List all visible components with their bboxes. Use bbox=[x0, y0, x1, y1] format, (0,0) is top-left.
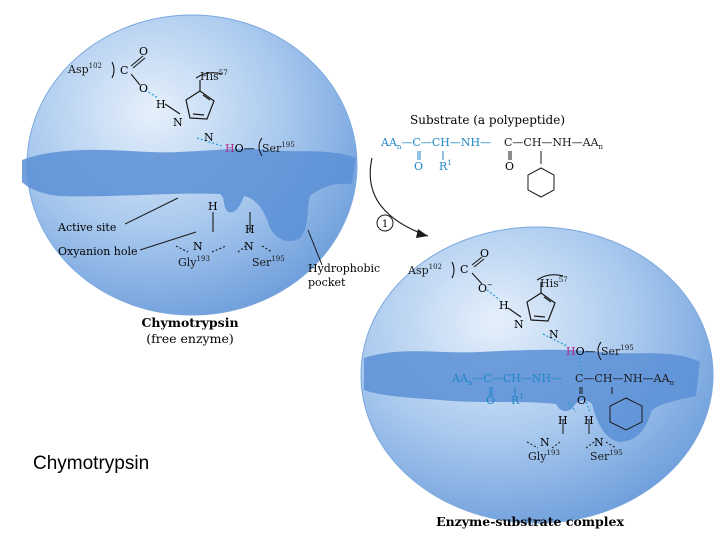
free-oxyanion-n1: N bbox=[193, 240, 203, 253]
complex-asp-label: Asp102 bbox=[407, 263, 442, 277]
complex-carboxyl-o-top: O bbox=[480, 247, 489, 260]
complex-ser2-label: Ser195 bbox=[590, 449, 623, 463]
free-asp-carboxylate bbox=[111, 55, 146, 86]
hydrophobic-pocket-label-1: Hydrophobic bbox=[308, 262, 380, 275]
hydrophobic-pocket-label-2: pocket bbox=[308, 276, 346, 289]
complex-chain-end: C—CH—NH—AAn bbox=[575, 372, 675, 387]
complex-oxyanion-h1: H bbox=[558, 414, 568, 427]
complex-title: Enzyme-substrate complex bbox=[436, 514, 624, 529]
free-oxyanion-bonds bbox=[175, 212, 273, 253]
oxyanion-hole-label: Oxyanion hole bbox=[58, 245, 138, 258]
svg-text:O: O bbox=[577, 394, 586, 407]
free-hbonds bbox=[144, 89, 223, 147]
complex-his-n2: N bbox=[549, 328, 559, 341]
complex-his-n1: N bbox=[514, 318, 524, 331]
complex-oxyanion-n2: N bbox=[594, 436, 604, 449]
complex-r1: R1 bbox=[511, 393, 524, 407]
substrate-chain-start: AAn—C—CH—NH— bbox=[380, 136, 491, 151]
free-carboxyl-o-top: O bbox=[139, 45, 148, 58]
free-carboxyl-c: C bbox=[120, 64, 128, 77]
complex-ser-label: Ser195 bbox=[601, 344, 634, 358]
substrate-chain-end: C—CH—NH—AAn bbox=[504, 136, 604, 151]
substrate: Substrate (a polypeptide) AAn—C—CH—NH— C… bbox=[380, 113, 604, 198]
complex-oxyanion-n1: N bbox=[540, 436, 550, 449]
free-enzyme: Asp102 C O O H N N His57 HO— Ser195 H H … bbox=[22, 14, 380, 346]
substrate-title: Substrate (a polypeptide) bbox=[410, 113, 565, 127]
svg-text:O: O bbox=[414, 160, 423, 173]
svg-text:O: O bbox=[486, 394, 495, 407]
free-his-imidazole bbox=[164, 72, 223, 120]
complex-his-label: His57 bbox=[540, 276, 568, 290]
complex-cleft bbox=[364, 349, 700, 442]
complex-hydroxyl: HO— bbox=[566, 345, 596, 358]
complex-carboxyl-c: C bbox=[460, 263, 468, 276]
active-site-label: Active site bbox=[57, 221, 116, 234]
complex-chain-start: AAn—C—CH—NH— bbox=[451, 372, 562, 387]
slide-caption: Chymotrypsin bbox=[33, 453, 150, 474]
step-arrow: 1 bbox=[369, 157, 429, 238]
free-carboxyl-o-bottom: O bbox=[139, 82, 148, 95]
free-enzyme-cleft bbox=[22, 148, 356, 242]
free-oxyanion-h1: H bbox=[208, 200, 218, 213]
free-his-n2: N bbox=[204, 131, 214, 144]
free-asp-his-h: H bbox=[156, 98, 166, 111]
free-hydroxyl: HO— bbox=[225, 142, 255, 155]
free-pointer-lines bbox=[124, 197, 323, 266]
complex-gly-label: Gly193 bbox=[528, 449, 560, 463]
free-enzyme-subtitle: (free enzyme) bbox=[146, 331, 233, 346]
substrate-phenyl-ring bbox=[527, 167, 555, 198]
enzyme-substrate-complex: AAn—C—CH—NH— C—CH—NH—AAn O R1 O bbox=[360, 226, 714, 529]
complex-phenyl-ring bbox=[609, 397, 643, 431]
free-his-label: His57 bbox=[200, 69, 228, 83]
free-asp-label: Asp102 bbox=[67, 62, 102, 76]
complex-oxyanion-h2: H bbox=[584, 414, 594, 427]
step-number-circle bbox=[376, 214, 394, 232]
complex-asp-his-h: H bbox=[499, 299, 509, 312]
svg-text:O: O bbox=[505, 160, 514, 173]
free-oxyanion-n2: N bbox=[244, 240, 254, 253]
free-enzyme-title: Chymotrypsin bbox=[141, 315, 238, 330]
free-ser-label: Ser195 bbox=[262, 141, 295, 155]
free-his-n1: N bbox=[173, 116, 183, 129]
substrate-r1: R1 bbox=[439, 159, 452, 173]
step-number: 1 bbox=[382, 219, 388, 230]
free-oxyanion-h2: H bbox=[245, 223, 255, 236]
free-gly-label: Gly193 bbox=[178, 255, 210, 269]
free-ser2-label: Ser195 bbox=[252, 255, 285, 269]
